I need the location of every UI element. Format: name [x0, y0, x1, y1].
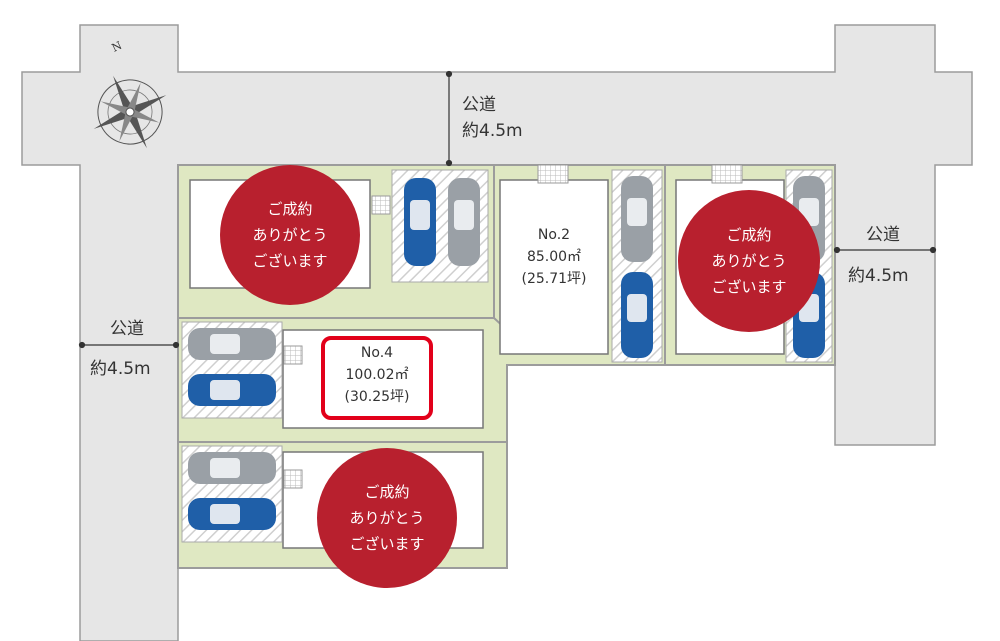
- meter-box: [537, 164, 569, 184]
- meter-box: [371, 195, 391, 215]
- lot-2: [499, 164, 663, 363]
- car-gray: [621, 176, 653, 262]
- west-road-label: 公道: [110, 319, 144, 339]
- east-road-label: 公道: [866, 225, 900, 245]
- sold-badge-line-2: ありがとう: [711, 252, 787, 270]
- sold-badge-lot-5: ご成約 ありがとう ございます: [317, 448, 457, 588]
- lot-4: [181, 321, 484, 429]
- car-gray: [188, 328, 276, 360]
- sold-badge-line-1: ご成約: [267, 200, 313, 218]
- car-blue: [404, 178, 436, 266]
- dimension-lines: [78, 70, 937, 349]
- lot-4-area-tsubo: (30.25坪): [344, 389, 410, 405]
- compass-rose-icon: [93, 75, 167, 149]
- sold-badge-line-3: ございます: [349, 535, 425, 553]
- lot-2-area-tsubo: (25.71坪): [521, 271, 587, 287]
- sold-badge-lot-3: ご成約 ありがとう ございます: [678, 190, 820, 332]
- lot-4-info: No.4 100.02㎡ (30.25坪): [321, 342, 433, 408]
- west-road-width: 約4.5m: [90, 359, 151, 379]
- car-gray: [448, 178, 480, 266]
- lot-2-number: No.2: [537, 227, 571, 243]
- north-road-width: 約4.5m: [462, 121, 523, 141]
- house-footprint: [499, 179, 609, 355]
- house-footprint: [282, 329, 484, 429]
- cars: [188, 176, 825, 530]
- meter-box: [711, 164, 743, 184]
- car-blue: [188, 374, 276, 406]
- meter-box: [283, 345, 303, 365]
- meter-box: [283, 469, 303, 489]
- lot-4-highlight-frame: [321, 336, 433, 420]
- sold-badge-line-3: ございます: [711, 278, 787, 296]
- car-blue: [188, 498, 276, 530]
- car-blue: [621, 272, 653, 358]
- lot-2-info: No.2 85.00㎡ (25.71坪): [500, 224, 608, 290]
- lot-4-number: No.4: [360, 345, 394, 361]
- sold-badge-lot-1: ご成約 ありがとう ございます: [220, 165, 360, 305]
- lot-2-area-sqm: 85.00㎡: [526, 249, 582, 265]
- north-road-label: 公道: [462, 95, 496, 115]
- car-gray: [188, 452, 276, 484]
- east-road-width: 約4.5m: [848, 266, 909, 286]
- lot-4-area-sqm: 100.02㎡: [345, 367, 409, 383]
- sold-badge-line-2: ありがとう: [349, 509, 425, 527]
- sold-badge-line-2: ありがとう: [252, 226, 328, 244]
- sold-badge-line-1: ご成約: [364, 483, 410, 501]
- sold-badge-line-3: ございます: [252, 252, 328, 270]
- sold-badge-line-1: ご成約: [726, 226, 772, 244]
